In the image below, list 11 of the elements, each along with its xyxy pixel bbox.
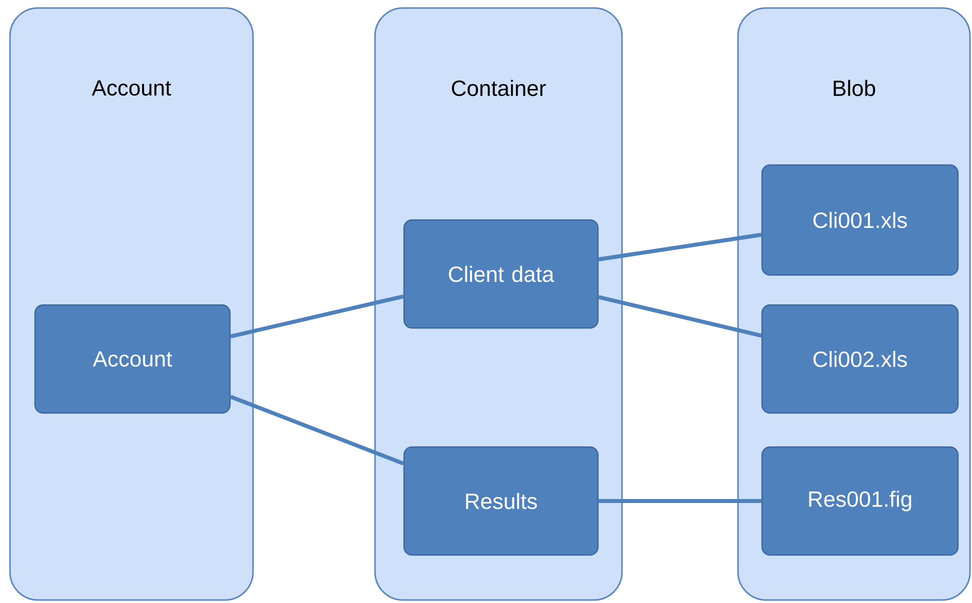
item-box: Account <box>34 304 231 414</box>
connector-line <box>230 394 404 466</box>
connector-line <box>598 499 762 503</box>
connector-line <box>230 294 404 338</box>
item-box: Cli002.xls <box>761 304 959 414</box>
item-box: Cli001.xls <box>761 164 959 276</box>
item-box: Client data <box>403 219 599 329</box>
connector-line <box>598 232 762 262</box>
connector-line <box>598 295 762 338</box>
item-box: Res001.fig <box>761 446 959 556</box>
item-box: Results <box>403 446 599 556</box>
